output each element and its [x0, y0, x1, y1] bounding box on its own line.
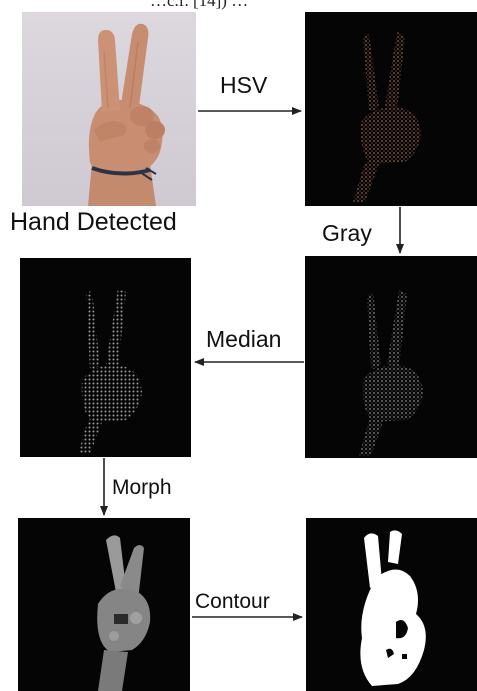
median-label: Median	[206, 326, 281, 353]
morph-label: Morph	[112, 476, 172, 500]
gray-label: Gray	[322, 220, 372, 247]
contour-label: Contour	[195, 590, 270, 614]
hsv-label: HSV	[220, 72, 267, 99]
hand-detected-label: Hand Detected	[10, 208, 177, 237]
